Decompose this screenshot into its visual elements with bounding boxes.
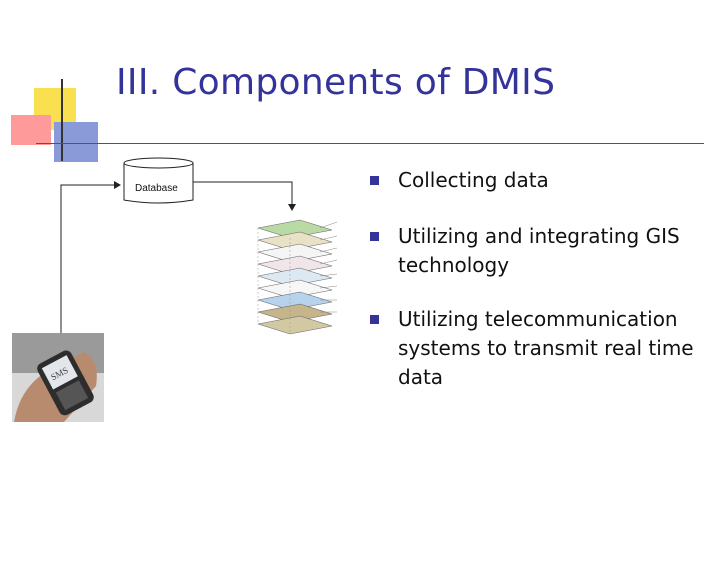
bullet-text: Utilizing and integrating GIS technology — [398, 224, 680, 277]
bullet-text: Utilizing telecommunication systems to t… — [398, 307, 694, 389]
bullet-list: Collecting data Utilizing and integratin… — [368, 166, 718, 392]
database-label: Database — [135, 183, 178, 194]
square-bullet-icon — [370, 315, 379, 324]
deco-red-square — [11, 115, 51, 145]
bullet-item: Utilizing and integrating GIS technology — [368, 222, 718, 280]
connector-phone-to-db — [60, 181, 121, 335]
gis-layers-stack — [257, 219, 338, 335]
sms-phone-photo: SMS — [12, 333, 104, 422]
deco-horizontal-rule — [36, 143, 704, 144]
slide-title: III. Components of DMIS — [116, 62, 556, 103]
square-bullet-icon — [370, 176, 379, 185]
bullet-text: Collecting data — [398, 168, 549, 192]
dmis-diagram: Database — [12, 157, 338, 422]
bullet-item: Collecting data — [368, 166, 718, 195]
square-bullet-icon — [370, 232, 379, 241]
deco-vertical-rule — [61, 79, 63, 161]
bullet-item: Utilizing telecommunication systems to t… — [368, 305, 718, 392]
database-cylinder: Database — [123, 157, 194, 204]
connector-db-to-gis — [193, 181, 296, 211]
